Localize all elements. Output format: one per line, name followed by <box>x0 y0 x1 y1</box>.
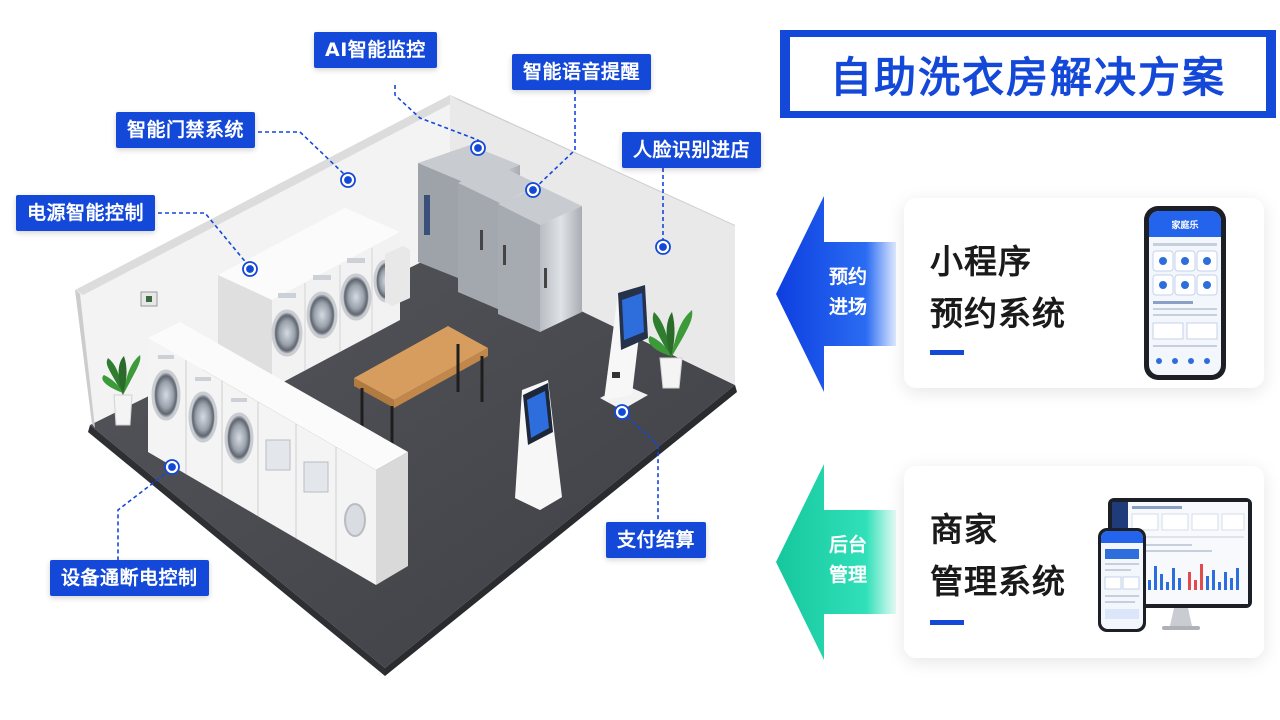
plant-left <box>102 355 141 426</box>
phone-mockup: 家庭乐 <box>1144 206 1226 380</box>
tag-ai-monitor: AI智能监控 <box>314 32 437 68</box>
card-merchant-title: 商家 管理系统 <box>930 510 1066 601</box>
back-washer-row <box>218 208 410 388</box>
tag-power-control: 电源智能控制 <box>16 195 156 231</box>
arrow-reserve-label: 预约 进场 <box>828 266 867 318</box>
steel-lockers <box>418 145 582 332</box>
kiosk-center <box>515 380 562 510</box>
tag-voice-prompt: 智能语音提醒 <box>512 54 652 90</box>
merchant-phone-content <box>1101 531 1143 619</box>
tag-payment: 支付结算 <box>606 522 707 558</box>
arrow-reserve <box>776 196 896 392</box>
arrow-backend <box>776 464 896 660</box>
card-merchant: 商家 管理系统 <box>904 466 1264 658</box>
arrow-backend-label: 后台 管理 <box>828 534 867 586</box>
title-banner: 自助洗衣房解决方案 <box>780 30 1276 118</box>
connector-dots <box>164 140 671 475</box>
card-accent-bar <box>930 350 964 355</box>
card-accent-bar <box>930 620 964 625</box>
front-washer-row <box>148 322 408 585</box>
plant-right <box>648 310 693 389</box>
tag-face-recognition: 人脸识别进店 <box>622 132 762 168</box>
page-title: 自助洗衣房解决方案 <box>829 52 1226 102</box>
right-wall <box>450 95 735 385</box>
phone-app-header: 家庭乐 <box>1149 211 1221 237</box>
card-mini-program: 小程序 预约系统 家庭乐 <box>904 198 1264 388</box>
kiosk-right <box>600 285 648 410</box>
merchant-phone <box>1098 528 1146 632</box>
tag-access-control: 智能门禁系统 <box>116 112 256 148</box>
phone-app-content <box>1152 243 1218 364</box>
center-table <box>354 326 488 460</box>
card-mini-program-title: 小程序 预约系统 <box>930 242 1066 333</box>
tag-device-power: 设备通断电控制 <box>50 560 209 596</box>
monitor-stand <box>1162 608 1200 630</box>
